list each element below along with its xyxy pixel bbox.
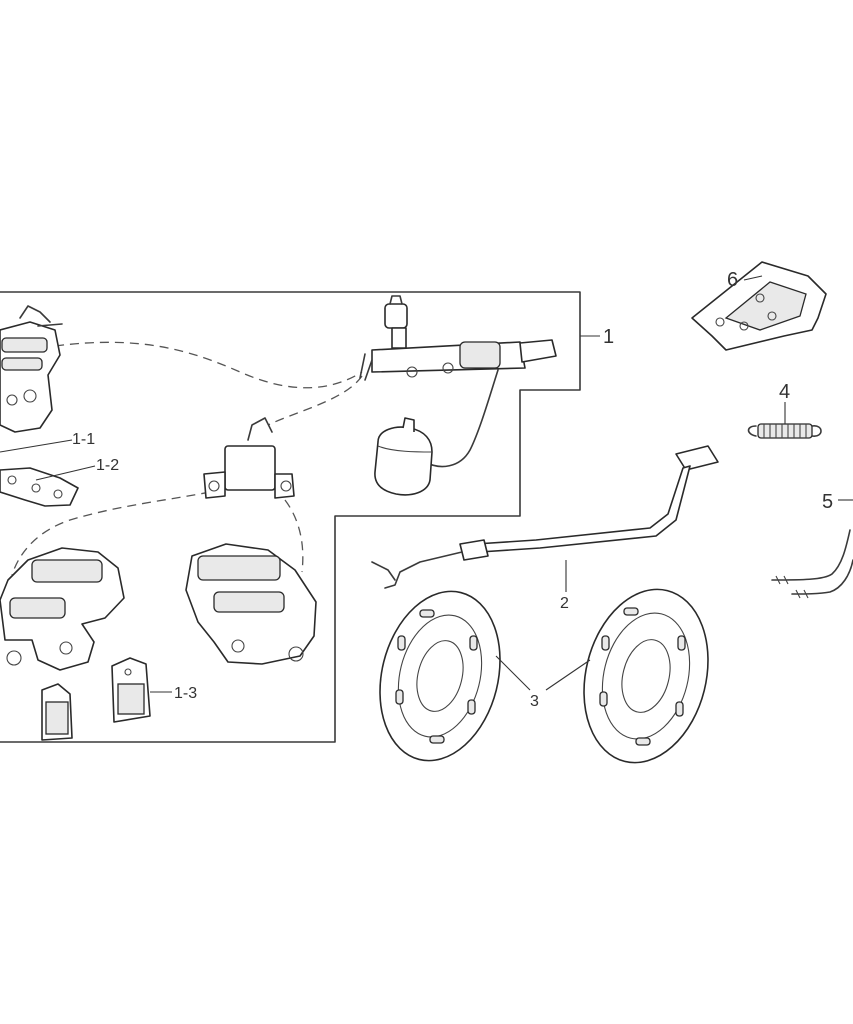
return-spring: [747, 423, 822, 439]
leader-1-2: [35, 465, 96, 481]
brake-pedal: [371, 445, 719, 589]
callout-2: 2: [560, 595, 569, 612]
right-brake-caliper: [185, 543, 317, 665]
callout-1: 1: [603, 326, 614, 348]
callout-1-1: 1-1: [72, 431, 95, 448]
fluid-reservoir: [374, 369, 499, 496]
brake-pad-right: [111, 657, 151, 723]
callout-4: 4: [779, 381, 790, 403]
leader-6: [743, 275, 763, 281]
leader-3b: [545, 659, 591, 691]
leader-3a: [495, 655, 531, 691]
brake-pad-left: [41, 683, 73, 741]
guard-plate: [691, 261, 827, 351]
callout-1-2: 1-2: [96, 457, 119, 474]
brake-line-junction: [203, 417, 295, 499]
mounting-bracket-icon: [0, 467, 79, 507]
callout-3: 3: [530, 693, 539, 710]
brake-line-left-caliper: [11, 491, 211, 576]
brake-line-right-caliper: [284, 499, 304, 573]
brake-line-upper: [54, 341, 363, 389]
callout-6: 6: [727, 269, 738, 291]
brake-disc-right: [583, 588, 709, 764]
master-cylinder: [359, 295, 557, 381]
brake-line-to-junction: [267, 375, 363, 426]
assembly-1-boundary: [0, 291, 581, 743]
callout-1-3: 1-3: [174, 685, 197, 702]
front-master-assembly-icon: [0, 305, 63, 433]
leader-1-1: [0, 439, 73, 453]
brake-disc-left: [379, 590, 501, 762]
callout-5: 5: [822, 491, 833, 513]
left-brake-caliper: [0, 547, 125, 671]
cable-part-5: [771, 529, 853, 599]
